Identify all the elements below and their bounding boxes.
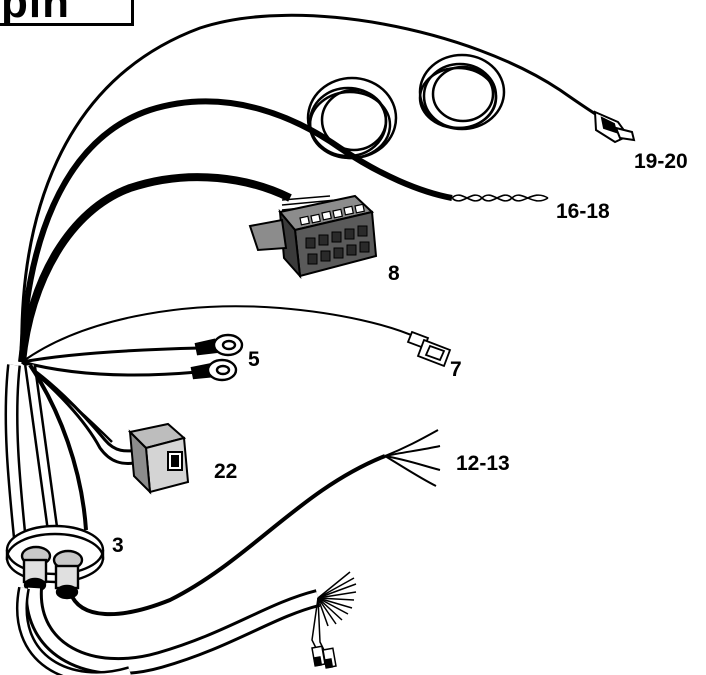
wire-12-13: [68, 454, 386, 617]
grommet-3: [5, 524, 105, 600]
diagram-title: 16 pin: [1, 0, 70, 26]
callout-7: 7: [450, 358, 462, 381]
wire-19-20: [20, 13, 609, 363]
ring-terminal-5a: [194, 333, 244, 357]
callout-19-20: 19-20: [634, 150, 688, 173]
wire-7: [21, 305, 419, 363]
ring-terminal-5b: [190, 358, 238, 382]
two-pin-connector-22: [127, 422, 190, 495]
lower-sheath-inner: [27, 587, 320, 673]
flat-connector-7: [406, 330, 452, 368]
callout-12-13: 12-13: [456, 452, 510, 475]
sheath-second-inner: [26, 364, 58, 541]
twisted-pair-16-18: [451, 194, 549, 202]
wire-22-a: [21, 360, 141, 453]
wire-bundle-8: [18, 173, 292, 363]
wire-3: [28, 363, 88, 531]
callout-8: 8: [388, 262, 400, 285]
lower-sheath-2-inner: [18, 587, 131, 675]
sheath-main-inner: [7, 364, 25, 541]
wire-fan-out: [311, 571, 357, 655]
callout-16-18: 16-18: [556, 200, 610, 223]
spade-connector-19-20: [593, 110, 636, 144]
wire-16-18: [19, 98, 453, 363]
callout-5: 5: [248, 348, 260, 371]
coil-19-20: [418, 53, 506, 131]
wire-ends-12-13: [384, 429, 441, 487]
small-terminals: [311, 645, 337, 669]
multi-pin-connector-8: [248, 194, 378, 280]
callout-22: 22: [214, 460, 237, 483]
wire-5-lower: [21, 360, 199, 377]
title-box: 16 pin: [0, 0, 134, 26]
wire-5-upper: [21, 346, 201, 364]
coil-16-18: [306, 76, 398, 160]
callout-3: 3: [112, 534, 124, 557]
